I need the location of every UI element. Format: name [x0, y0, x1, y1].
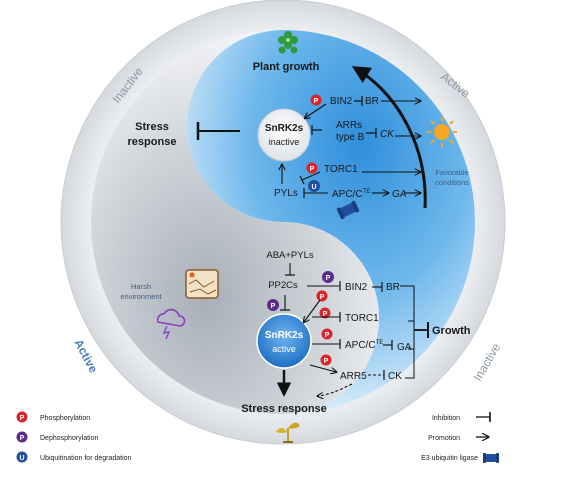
- arrs-type-label: type B: [336, 132, 365, 143]
- arrow-bin2-snrk: [305, 103, 327, 118]
- svg-text:U: U: [311, 184, 316, 191]
- harsh-environment-icon: [185, 269, 219, 299]
- svg-text:P: P: [310, 166, 315, 173]
- stress-response-bottom: Stress response: [241, 403, 327, 415]
- ring-label-bottom-right: Inactive: [470, 340, 503, 383]
- svg-text:P: P: [323, 311, 328, 318]
- snrk2s-active-node: [256, 313, 312, 369]
- svg-text:P: P: [320, 294, 325, 301]
- inhibit-arrs-ck: [366, 128, 377, 138]
- inhibit-stress-top: [196, 122, 240, 140]
- svg-text:P: P: [324, 358, 329, 365]
- favorable-line2: conditions: [435, 178, 469, 187]
- legend-inhibition-label: Inhibition: [432, 415, 460, 422]
- stress-response-line1: Stress: [135, 121, 169, 133]
- legend-phospho: P Phosphorylation: [16, 411, 90, 423]
- plant-growth-title: Plant growth: [253, 61, 320, 73]
- inhibit-snrk-apcc: [312, 339, 341, 349]
- ga-top-label: GA: [392, 189, 407, 200]
- inhibit-bin2-br: [354, 96, 363, 106]
- p-badge-apcc-bottom: P: [321, 328, 333, 340]
- arrow-bin2-snrk-bottom: [304, 299, 321, 322]
- stress-response-line2: response: [128, 136, 177, 148]
- svg-text:P: P: [326, 275, 331, 282]
- dephospho-badge-1: P: [322, 271, 334, 283]
- ck-top-label: CK: [380, 129, 395, 140]
- growth-bracket: [400, 285, 429, 379]
- legend-ubiquitin-label: Ubiquitination for degradation: [40, 455, 132, 462]
- legend-promotion-label: Promotion: [428, 435, 460, 442]
- ck-bottom-label: CK: [388, 371, 402, 382]
- ga-bottom-label: GA: [397, 342, 412, 353]
- svg-text:P: P: [271, 303, 276, 310]
- legend-e3: E3 ubiquitin ligase: [421, 453, 499, 463]
- torc1-top-label: TORC1: [324, 164, 358, 175]
- growth-arrow: [351, 66, 427, 209]
- snrk2s-inactive-node: [257, 108, 311, 162]
- legend-dephospho: P Dephosphorylation: [16, 431, 98, 443]
- inhibit-torc1-pyls: [299, 171, 321, 185]
- dephospho-badge-2: P: [267, 299, 279, 311]
- svg-text:P: P: [314, 98, 319, 105]
- snrk2s-active-label: SnRK2s: [265, 330, 304, 341]
- inhibit-pyls-apcc: [303, 188, 328, 198]
- dashed-arrow-ck-stress: [318, 383, 353, 396]
- snrk2s-active-sublabel: active: [272, 344, 296, 354]
- snrk2s-inactive-label: SnRK2s: [265, 123, 304, 134]
- harsh-line2: environment: [120, 292, 162, 301]
- arrs-label: ARRs: [336, 120, 362, 131]
- br-top-label: BR: [365, 96, 379, 107]
- apcc-bottom-label: APC/CTE: [345, 340, 383, 351]
- plant-icon: [278, 31, 298, 54]
- p-badge-bin2-bottom: P: [316, 290, 328, 302]
- svg-text:P: P: [20, 415, 25, 422]
- p-badge-bin2-top: P: [310, 94, 322, 106]
- br-bottom-label: BR: [386, 282, 400, 293]
- inhibit-apcc-ga-bottom: [383, 340, 393, 350]
- legend-e3-label: E3 ubiquitin ligase: [421, 455, 478, 462]
- legend: P Phosphorylation P Dephosphorylation U …: [16, 411, 499, 463]
- aba-pyls-label: ABA+PYLs: [266, 250, 314, 261]
- inhibit-snrk-arrs: [311, 125, 322, 135]
- p-badge-torc1-top: P: [306, 162, 318, 174]
- apcc-top-label: APC/CTE: [332, 189, 370, 200]
- inhibit-pp2cs-snrk: [280, 295, 290, 311]
- legend-phospho-label: Phosphorylation: [40, 415, 90, 422]
- inhibit-pp2cs-bin2: [307, 281, 341, 291]
- storm-cloud-icon: [156, 308, 186, 340]
- u-badge-pyls: U: [308, 180, 320, 192]
- snrk2s-inactive-sublabel: inactive: [269, 137, 300, 147]
- arr5-label: ARR5: [340, 371, 367, 382]
- pyls-label: PYLs: [274, 188, 298, 199]
- legend-dephospho-label: Dephosphorylation: [40, 435, 98, 442]
- svg-text:P: P: [325, 332, 330, 339]
- bin2-top-label: BIN2: [330, 96, 353, 107]
- bin2-bottom-label: BIN2: [345, 282, 368, 293]
- p-badge-torc1-bottom: P: [319, 307, 331, 319]
- torc1-bottom-label: TORC1: [345, 313, 379, 324]
- growth-label: Growth: [432, 325, 471, 337]
- inhibit-arr5-ck: [368, 370, 385, 380]
- svg-text:U: U: [19, 455, 24, 462]
- legend-inhibition: Inhibition: [432, 412, 491, 422]
- wilting-plant-icon: [276, 422, 300, 443]
- p-badge-arr5: P: [320, 354, 332, 366]
- harsh-line1: Harsh: [131, 282, 151, 291]
- inhibit-bin2-br-bottom: [372, 282, 383, 292]
- favorable-line1: Favorable: [435, 168, 468, 177]
- legend-ubiquitin: U Ubiquitination for degradation: [16, 451, 132, 463]
- svg-text:P: P: [20, 435, 25, 442]
- legend-e3-icon: [485, 454, 497, 462]
- blue-half: [187, 30, 475, 414]
- sun-icon: [427, 117, 457, 147]
- e3-ligase-icon: [336, 200, 360, 220]
- pp2cs-label: PP2Cs: [268, 280, 298, 291]
- arrow-snrk-arr5: [309, 364, 336, 372]
- inhibit-aba-pp2cs: [285, 263, 295, 276]
- legend-promotion: Promotion: [428, 435, 488, 442]
- inhibit-snrk-torc1: [312, 312, 341, 322]
